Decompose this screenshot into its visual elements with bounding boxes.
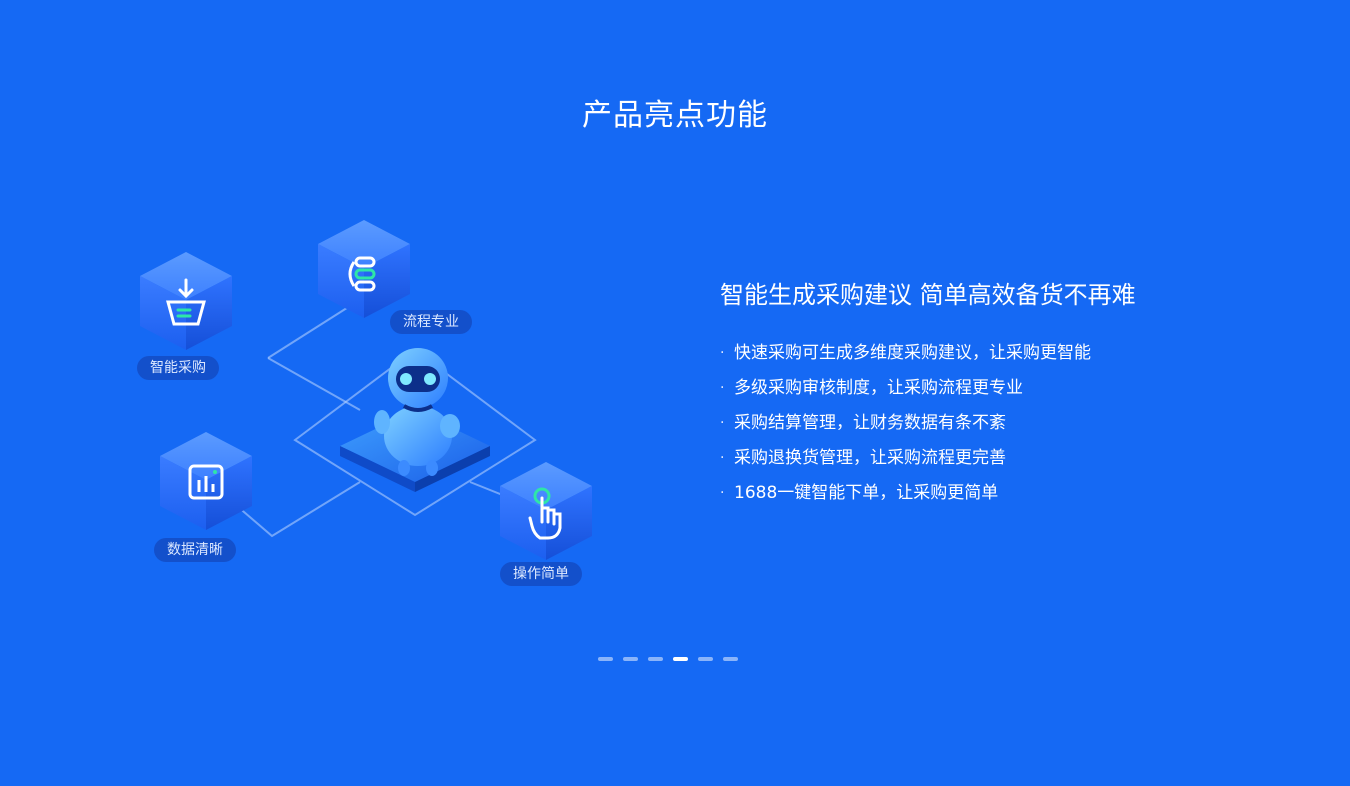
basket-download-icon <box>166 278 206 326</box>
feature-item: · 采购退换货管理，让采购流程更完善 <box>720 441 1320 476</box>
pager-dot-4[interactable] <box>673 657 688 661</box>
feature-item-text: 采购退换货管理，让采购流程更完善 <box>734 448 1006 468</box>
cube-smart-purchase <box>140 252 232 350</box>
bullet-dot: · <box>720 345 725 361</box>
pager-dot-5[interactable] <box>698 657 713 661</box>
cube-workflow <box>318 220 410 318</box>
feature-item: · 快速采购可生成多维度采购建议，让采购更智能 <box>720 336 1320 371</box>
robot-mascot-icon <box>374 348 460 476</box>
page-title: 产品亮点功能 <box>582 98 768 134</box>
feature-illustration: 智能采购 流程专业 数据清晰 操作简单 <box>120 210 620 600</box>
node-tag-clear-data: 数据清晰 <box>154 538 236 562</box>
pager-dot-6[interactable] <box>723 657 738 661</box>
pager-dot-1[interactable] <box>598 657 613 661</box>
feature-item: · 多级采购审核制度，让采购流程更专业 <box>720 371 1320 406</box>
connector-lines <box>229 305 541 538</box>
bullet-dot: · <box>720 485 725 501</box>
feature-item: · 1688一键智能下单，让采购更简单 <box>720 476 1320 511</box>
cube-easy-operation <box>500 462 592 560</box>
node-tag-smart-purchase: 智能采购 <box>137 356 219 380</box>
pager-dot-2[interactable] <box>623 657 638 661</box>
bullet-dot: · <box>720 450 725 466</box>
feature-item-text: 采购结算管理，让财务数据有条不紊 <box>734 413 1006 433</box>
node-tag-workflow: 流程专业 <box>390 310 472 334</box>
pager-dot-3[interactable] <box>648 657 663 661</box>
isometric-diagram <box>140 220 592 560</box>
feature-heading: 智能生成采购建议 简单高效备货不再难 <box>720 281 1136 309</box>
hand-pointer-icon <box>528 487 562 540</box>
feature-item-text: 1688一键智能下单，让采购更简单 <box>734 483 999 503</box>
feature-description: 智能生成采购建议 简单高效备货不再难 · 快速采购可生成多维度采购建议，让采购更… <box>720 276 1320 511</box>
feature-item-text: 多级采购审核制度，让采购流程更专业 <box>734 378 1023 398</box>
feature-list: · 快速采购可生成多维度采购建议，让采购更智能 · 多级采购审核制度，让采购流程… <box>720 336 1320 511</box>
feature-item: · 采购结算管理，让财务数据有条不紊 <box>720 406 1320 441</box>
feature-item-text: 快速采购可生成多维度采购建议，让采购更智能 <box>734 343 1091 363</box>
cube-clear-data <box>160 432 252 530</box>
bullet-dot: · <box>720 380 725 396</box>
carousel-pager <box>598 657 738 661</box>
workflow-icon <box>348 256 376 292</box>
bullet-dot: · <box>720 415 725 431</box>
bar-chart-icon <box>188 464 224 500</box>
node-tag-easy-operation: 操作简单 <box>500 562 582 586</box>
